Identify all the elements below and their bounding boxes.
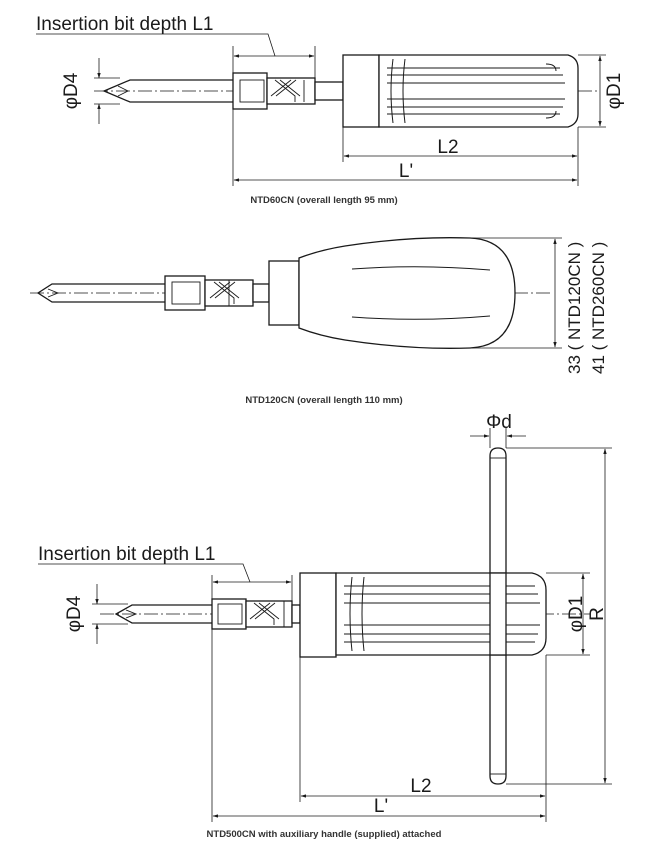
- handle: [378, 54, 579, 128]
- l2-label: L2: [410, 776, 431, 797]
- chuck-sleeve: [211, 598, 293, 630]
- handle: [335, 572, 547, 656]
- dim-d1: φD1: [546, 572, 590, 656]
- dim-insertion-depth: Insertion bit depth L1: [36, 14, 316, 78]
- dim-insertion-depth: Insertion bit depth L1: [38, 544, 293, 601]
- shaft: [252, 283, 270, 303]
- dim-lengths: L2 L': [232, 109, 579, 186]
- collar: [299, 572, 337, 658]
- dim-r: R: [506, 447, 612, 785]
- ntd500cn-caption: NTD500CN with auxiliary handle (supplied…: [207, 829, 442, 840]
- bit-tip: [102, 79, 236, 103]
- ntd60cn-caption: NTD60CN (overall length 95 mm): [250, 195, 397, 206]
- handle: [298, 237, 516, 349]
- lprime-label: L': [399, 161, 413, 182]
- l2-label: L2: [437, 137, 458, 158]
- height-label-ntd260cn: 41 ( NTD260CN ): [589, 242, 608, 374]
- collar: [342, 54, 380, 128]
- ntd500cn-drawing: Φd R φD1 φD4 Inser: [38, 412, 612, 840]
- d4-label: φD4: [61, 72, 82, 109]
- dim-rod-diameter: Φd: [470, 412, 526, 448]
- insertion-depth-label: Insertion bit depth L1: [36, 14, 213, 35]
- bit-tip: [36, 283, 165, 303]
- dim-height: 33 ( NTD120CN ) 41 ( NTD260CN ): [470, 237, 608, 374]
- d4-label: φD4: [64, 595, 85, 632]
- ntd120cn-caption: NTD120CN (overall length 110 mm): [245, 395, 402, 406]
- dim-d1: φD1: [578, 54, 625, 128]
- d1-label: φD1: [566, 596, 587, 633]
- dim-lengths: L2 L': [211, 629, 547, 822]
- d1-label: φD1: [604, 73, 625, 110]
- r-label: R: [587, 607, 608, 621]
- collar: [268, 260, 300, 326]
- lprime-label: L': [374, 796, 388, 817]
- bit-tip: [114, 604, 212, 624]
- shaft: [314, 81, 344, 101]
- height-label-ntd120cn: 33 ( NTD120CN ): [565, 242, 584, 374]
- ntd60cn-drawing: φD4 φD1 Insertion bit depth L1 L2 L' N: [36, 14, 625, 206]
- chuck-sleeve: [164, 275, 254, 311]
- ntd120cn-drawing: 33 ( NTD120CN ) 41 ( NTD260CN ) NTD120CN…: [30, 237, 608, 406]
- phid-label: Φd: [486, 412, 512, 433]
- shaft: [291, 604, 301, 624]
- insertion-depth-label: Insertion bit depth L1: [38, 544, 215, 565]
- chuck-sleeve: [232, 72, 316, 110]
- dim-d4: φD4: [61, 58, 120, 124]
- dim-d4: φD4: [64, 584, 128, 644]
